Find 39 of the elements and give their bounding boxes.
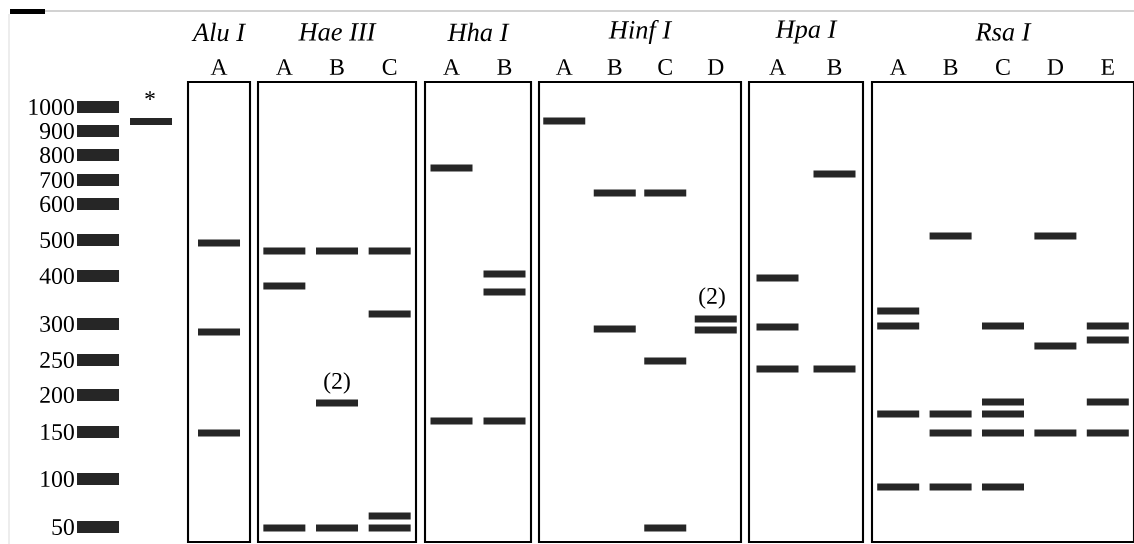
- size-label: 250: [40, 352, 74, 368]
- enzyme-name: Hae III: [298, 23, 377, 41]
- size-label: 200: [40, 386, 74, 403]
- lane-letter: C: [996, 59, 1010, 75]
- lane-letter: A: [443, 59, 460, 75]
- lane-letter: A: [769, 59, 786, 75]
- asterisk-mark: *: [145, 91, 155, 100]
- enzyme-name: Alu I: [191, 22, 247, 42]
- lane-letter: B: [497, 59, 512, 75]
- count-label: (2): [699, 287, 725, 309]
- lane-letter: B: [607, 59, 622, 75]
- lane-letter: A: [555, 59, 573, 75]
- lane-letter: D: [1047, 59, 1063, 75]
- size-label: 300: [40, 316, 74, 332]
- size-label: 500: [40, 232, 74, 248]
- lane-letter: A: [210, 59, 228, 75]
- lane-letter: E: [1101, 59, 1114, 75]
- enzyme-name: Rsa I: [975, 23, 1032, 41]
- enzyme-name: Hha I: [447, 22, 510, 42]
- size-label: 1000: [29, 99, 74, 115]
- lane-letter: D: [707, 59, 724, 75]
- size-label: 50: [52, 518, 74, 535]
- size-label: 150: [41, 423, 74, 440]
- lane-letter: B: [827, 59, 842, 75]
- size-label: 400: [39, 268, 74, 284]
- lane-letter: A: [276, 59, 293, 75]
- lane-letter: A: [889, 59, 907, 75]
- size-label: 600: [40, 196, 74, 212]
- lane-letter: C: [382, 59, 397, 75]
- size-label: 800: [40, 147, 74, 163]
- enzyme-name: Hpa I: [775, 20, 838, 44]
- size-label: 900: [39, 123, 74, 139]
- lane-letter: C: [658, 59, 672, 75]
- count-label: (2): [324, 372, 350, 394]
- lane-letter: B: [329, 59, 344, 75]
- lane-letter: B: [943, 59, 958, 75]
- size-label: 700: [40, 172, 74, 188]
- enzyme-name: Hinf I: [608, 19, 673, 45]
- size-label: 100: [41, 470, 74, 487]
